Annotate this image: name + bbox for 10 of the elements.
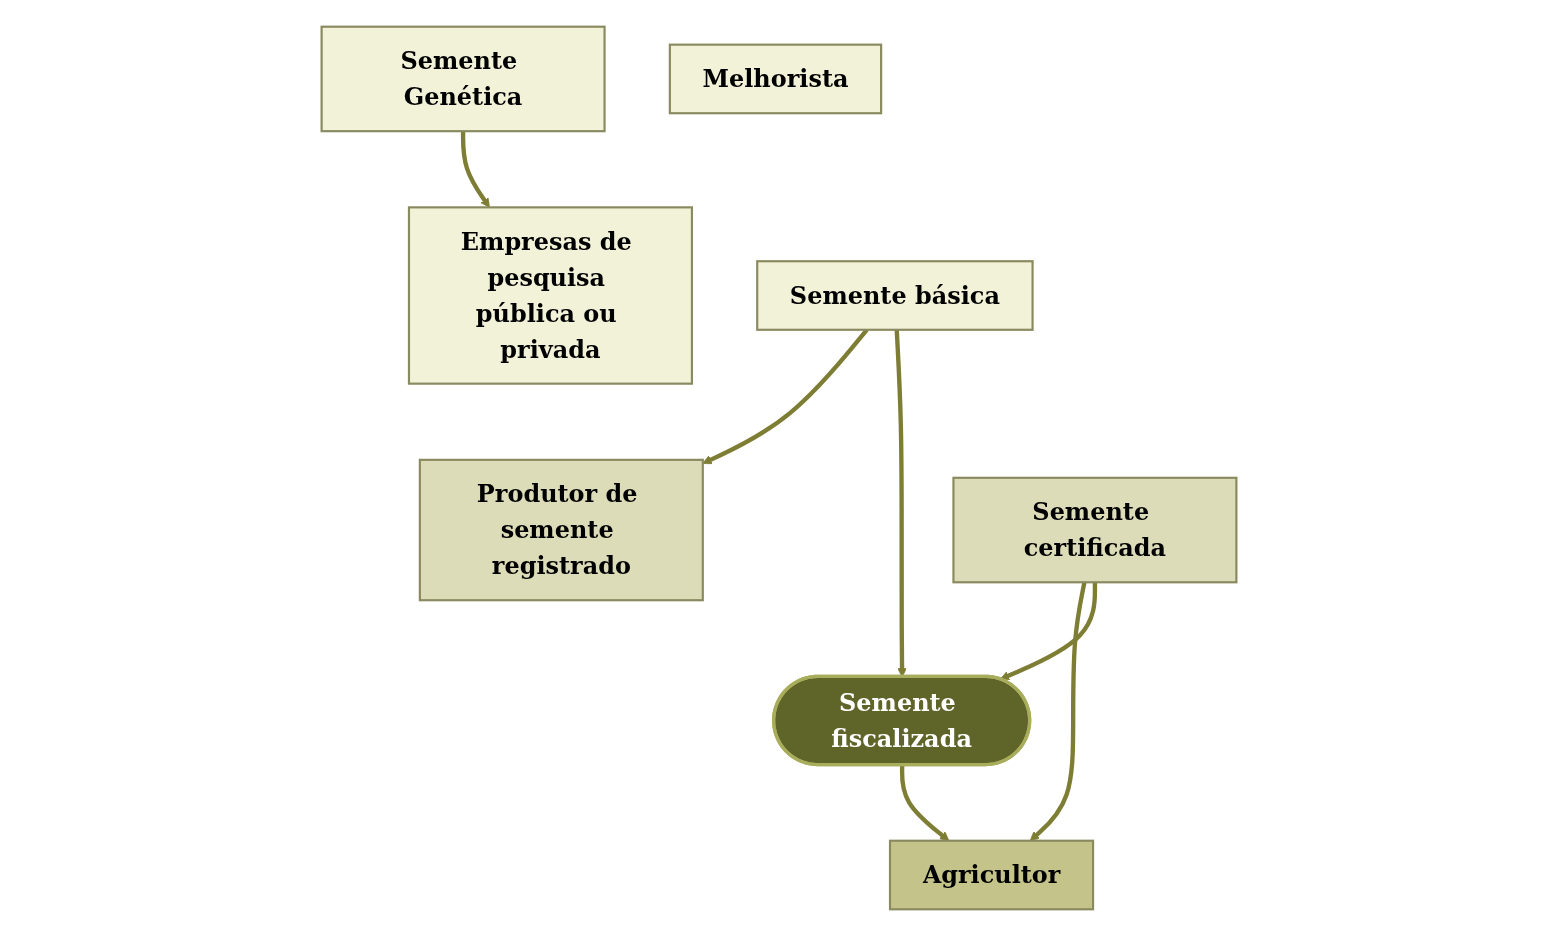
- node-box: Agricultor: [888, 839, 1095, 910]
- node-box: Semente básica: [756, 259, 1034, 331]
- arrow: [899, 764, 950, 841]
- node-box: Melhorista: [668, 43, 883, 114]
- node-box: Semente certificada: [952, 476, 1238, 583]
- arrow: [1029, 581, 1087, 841]
- arrow: [999, 581, 1098, 680]
- node-box: Produtor de semente registrado: [418, 458, 704, 601]
- node-box: Empresas de pesquisa pública ou privada: [407, 205, 693, 385]
- node-box: Semente Genética: [320, 25, 606, 132]
